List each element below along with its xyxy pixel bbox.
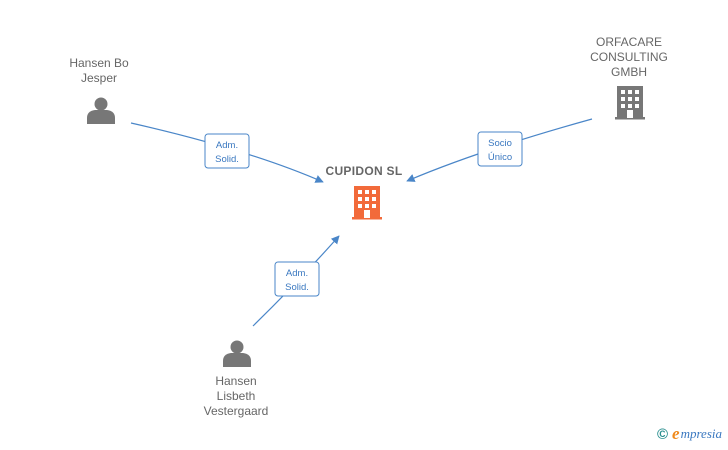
company-name-line-3: GMBH <box>611 65 647 79</box>
building-icon <box>352 186 382 220</box>
center-company-node[interactable]: CUPIDON SL <box>325 164 402 220</box>
edge-label-0-line-2: Solid. <box>215 154 239 165</box>
edge-label-1-line-1: Socio <box>488 138 512 149</box>
edge-label-1[interactable]: Socio Único <box>477 131 523 167</box>
person-name-line-2: Lisbeth <box>217 389 256 403</box>
edge-label-1-line-2: Único <box>488 152 512 163</box>
person-node-hansen-lisbeth[interactable]: Hansen Lisbeth Vestergaard <box>204 340 269 419</box>
brand-logo[interactable]: © e mpresia <box>657 424 722 444</box>
person-name-line-1: Hansen <box>215 374 256 388</box>
company-node-orfacare[interactable]: ORFACARE CONSULTING GMBH <box>590 35 668 120</box>
person-node-hansen-bo[interactable]: Hansen Bo Jesper <box>69 56 129 124</box>
person-icon <box>223 340 251 367</box>
company-name-line-2: CONSULTING <box>590 50 668 64</box>
company-name-line-1: ORFACARE <box>596 35 662 49</box>
brand-logo-text: mpresia <box>680 426 722 441</box>
person-name-line-1: Hansen Bo <box>69 56 129 70</box>
building-icon <box>615 86 645 120</box>
edge-label-2-line-2: Solid. <box>285 282 309 293</box>
edge-label-0-line-1: Adm. <box>216 140 238 151</box>
person-name-line-2: Jesper <box>81 71 117 85</box>
person-icon <box>87 97 115 124</box>
edges <box>130 118 593 327</box>
edge-label-2[interactable]: Adm. Solid. <box>274 261 320 297</box>
edge-label-0[interactable]: Adm. Solid. <box>204 133 250 169</box>
center-company-name: CUPIDON SL <box>325 164 402 178</box>
brand-logo-initial: e <box>672 424 680 443</box>
copyright-symbol: © <box>656 425 669 443</box>
person-name-line-3: Vestergaard <box>204 404 269 418</box>
edge-label-2-line-1: Adm. <box>286 268 308 279</box>
